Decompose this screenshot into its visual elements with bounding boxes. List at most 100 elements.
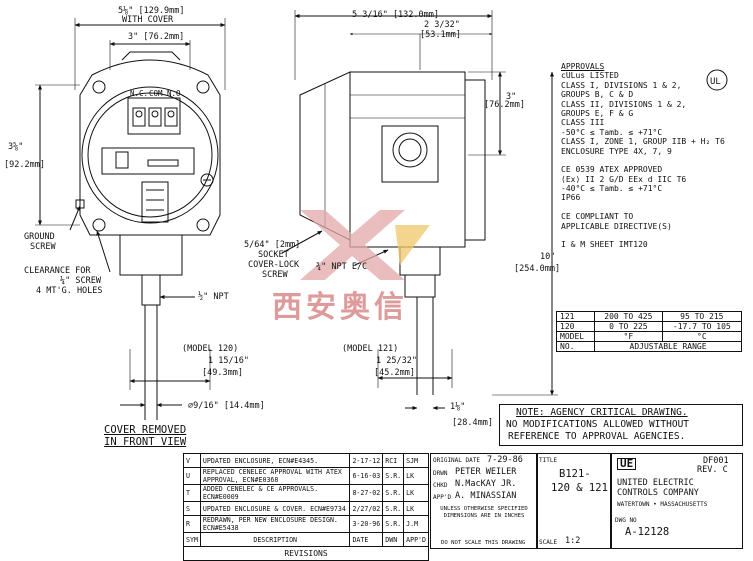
watermark-text: 西安奥信 bbox=[272, 290, 408, 325]
side-view bbox=[281, 10, 558, 410]
company-cell: UE DF001 REV. C UNITED ELECTRIC CONTROLS… bbox=[610, 453, 743, 549]
terminal-com: COM bbox=[149, 89, 163, 98]
approval-line: ENCLOSURE TYPE 4X, 7, 9 bbox=[561, 146, 672, 156]
agency-note-box: NOTE: AGENCY CRITICAL DRAWING. NO MODIFI… bbox=[499, 404, 743, 446]
dim-120-mm: [49.3mm] bbox=[202, 368, 243, 378]
table-row: 120 0 TO 225 -17.7 TO 105 bbox=[555, 321, 743, 332]
dim-120: 1 15/16" bbox=[208, 356, 249, 366]
front-height-mm: [92.2mm] bbox=[4, 160, 45, 170]
approval-line: -40°C ≤ Tamb. ≤ +71°C bbox=[561, 184, 663, 194]
approval-line: CE 0539 ATEX APPROVED bbox=[561, 165, 663, 175]
caption-line-2: IN FRONT VIEW bbox=[104, 436, 187, 448]
side-width-dim: 5 3/16" [132.0mm] bbox=[352, 10, 439, 20]
svg-text:UL: UL bbox=[710, 77, 721, 87]
caption-line-1: COVER REMOVED bbox=[104, 424, 187, 436]
approval-line: -50°C ≤ Tamb. ≤ +71°C bbox=[561, 127, 663, 137]
model-121-label: (MODEL 121) bbox=[342, 344, 399, 354]
table-row: MODEL °F °C bbox=[555, 331, 743, 342]
approved-by: A. MINASSIAN bbox=[455, 491, 517, 501]
approval-line: CLASS I, ZONE 1, GROUP IIB + H₂ T6 bbox=[561, 137, 725, 147]
front-view bbox=[35, 18, 226, 420]
approval-line: APPROVALS bbox=[561, 62, 605, 71]
doc-code: DF001 bbox=[703, 456, 729, 466]
company-name-1: UNITED ELECTRIC bbox=[617, 478, 694, 488]
table-row: 121 200 TO 425 95 TO 215 bbox=[555, 311, 743, 322]
side-stem-dia-mm: [28.4mm] bbox=[452, 418, 493, 428]
socket-label-4: SCREW bbox=[262, 270, 288, 280]
chkd-label: CHKD bbox=[433, 482, 448, 489]
dim-121: 1 25/32" bbox=[376, 356, 417, 366]
dwg-number: A-12128 bbox=[625, 526, 670, 538]
overall-dim-mm: [254.0mm] bbox=[514, 264, 561, 274]
side-stem-dia: 1⅛" bbox=[450, 402, 466, 412]
units-note: UNLESS OTHERWISE SPECIFIED DIMENSIONS AR… bbox=[440, 506, 528, 519]
title-label: TITLE bbox=[539, 457, 558, 464]
note-line-1: NOTE: AGENCY CRITICAL DRAWING. bbox=[516, 407, 688, 418]
adjustable-range-table: 121 200 TO 425 95 TO 215 120 0 TO 225 -1… bbox=[555, 311, 743, 352]
terminal-nc: N.C. bbox=[130, 89, 149, 98]
original-date-label: ORIGINAL DATE bbox=[433, 457, 480, 464]
approval-line: I & M SHEET IMT120 bbox=[561, 240, 648, 250]
approval-line bbox=[561, 203, 725, 212]
approval-line: GROUPS B, C & D bbox=[561, 90, 634, 100]
side-height-dim: 3" bbox=[506, 92, 517, 102]
approval-line bbox=[561, 156, 725, 165]
revision-code: REV. C bbox=[697, 465, 728, 475]
original-date: 7-29-86 bbox=[487, 455, 523, 465]
title-line-2: 120 & 121 bbox=[551, 482, 608, 494]
approval-line: CE COMPLIANT TO bbox=[561, 212, 634, 222]
approval-line: cULus LISTED bbox=[561, 71, 619, 81]
socket-label-2: SOCKET bbox=[258, 250, 289, 260]
company-logo: UE bbox=[617, 458, 637, 470]
approval-line: CLASS I, DIVISIONS 1 & 2, bbox=[561, 80, 682, 90]
front-height-dim: 3⅝" bbox=[8, 142, 24, 152]
overall-dim: 10" bbox=[540, 252, 556, 262]
approval-line bbox=[561, 231, 725, 240]
front-npt-label: ½" NPT bbox=[198, 292, 229, 302]
scale-value: 1:2 bbox=[565, 536, 581, 546]
title-line-1: B121- bbox=[559, 468, 591, 480]
clearance-label-3: 4 MT'G. HOLES bbox=[36, 286, 103, 296]
socket-label-3: COVER-LOCK bbox=[248, 260, 300, 270]
checked-by: N.MacKAY JR. bbox=[455, 479, 517, 489]
terminal-no: N.O. bbox=[167, 89, 186, 98]
front-width-sub: WITH COVER bbox=[122, 15, 174, 25]
watermark-logo bbox=[300, 210, 430, 280]
dim-121-mm: [45.2mm] bbox=[374, 368, 415, 378]
ul-listed-mark: UL bbox=[706, 69, 728, 91]
table-row: NO. ADJUSTABLE RANGE bbox=[555, 341, 742, 352]
model-120-label: (MODEL 120) bbox=[182, 344, 239, 354]
approval-line: IP66 bbox=[561, 193, 581, 203]
drwn-label: DRWN bbox=[433, 470, 448, 477]
approval-line: APPLICABLE DIRECTIVE(S) bbox=[561, 221, 672, 231]
appd-label: APP'D bbox=[433, 494, 452, 501]
side-width2-mm: [53.1mm] bbox=[420, 30, 461, 40]
title-cell: TITLE B121- 120 & 121 SCALE 1:2 bbox=[536, 453, 612, 549]
clearance-label-2: ¼" SCREW bbox=[60, 276, 101, 286]
note-line-2: NO MODIFICATIONS ALLOWED WITHOUT bbox=[506, 419, 690, 430]
signoff-block: ORIGINAL DATE 7-29-86 DRWN PETER WEILER … bbox=[430, 453, 538, 549]
side-npt-ec-label: ¾" NPT E/C bbox=[316, 262, 368, 272]
front-inner-dim: 3" [76.2mm] bbox=[128, 32, 185, 42]
note-line-3: REFERENCE TO APPROVAL AGENCIES. bbox=[508, 431, 686, 442]
approval-line: ⟨Ex⟩ II 2 G/D EEx d IIC T6 bbox=[561, 174, 687, 184]
company-name-2: CONTROLS COMPANY bbox=[617, 488, 699, 498]
front-stem-dia: ⌀9/16" [14.4mm] bbox=[188, 401, 265, 411]
approval-line: CLASS II, DIVISIONS 1 & 2, bbox=[561, 99, 687, 109]
no-scale-note: DO NOT SCALE THIS DRAWING bbox=[441, 540, 526, 546]
revisions-title-row: REVISIONS bbox=[183, 546, 429, 561]
dwg-no-label: DWG NO bbox=[615, 517, 637, 524]
front-width-dim: 5⅛" [129.9mm] bbox=[118, 6, 185, 16]
side-width2-dim: 2 3/32" bbox=[424, 20, 460, 30]
approval-line: CLASS III bbox=[561, 118, 605, 128]
